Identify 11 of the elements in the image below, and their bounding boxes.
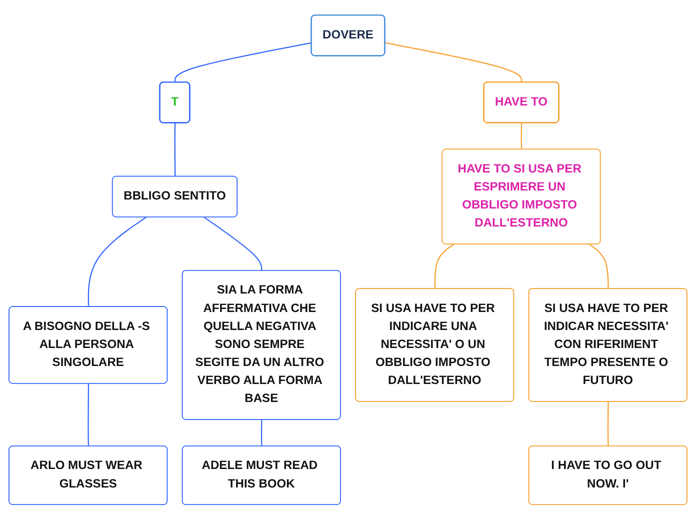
connector	[434, 244, 454, 289]
connector	[520, 123, 522, 150]
connector	[174, 123, 176, 177]
connector	[385, 42, 522, 83]
connector	[174, 42, 312, 83]
connector	[589, 244, 609, 289]
connector	[607, 402, 609, 446]
connector	[88, 384, 90, 446]
connector	[88, 216, 146, 308]
connector	[204, 216, 262, 271]
connector	[260, 420, 262, 446]
